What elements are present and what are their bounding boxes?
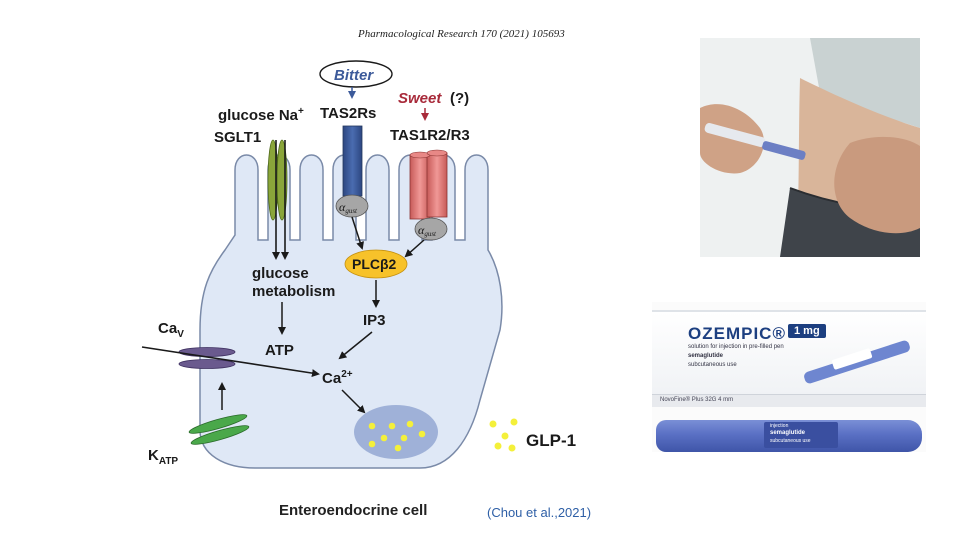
plcb2-label: PLCβ2 bbox=[352, 256, 397, 272]
sweet-question-label: (?) bbox=[450, 90, 469, 107]
dose-badge: 1 mg bbox=[788, 324, 826, 338]
pen-label-panel bbox=[764, 422, 838, 448]
katp-label: KATP bbox=[148, 447, 178, 467]
ip3-label: IP3 bbox=[363, 312, 386, 329]
needle-label: NovoFine® Plus 32G 4 mm bbox=[660, 397, 734, 403]
pen-label-injection: injection bbox=[770, 423, 789, 429]
sweet-label: Sweet bbox=[398, 90, 442, 107]
bitter-label: Bitter bbox=[334, 67, 374, 84]
box-pen-illustration bbox=[804, 340, 910, 384]
injection-illustration bbox=[700, 38, 920, 257]
alpha-gust-bitter: αgust bbox=[335, 194, 369, 218]
enteroendocrine-diagram: GLP-1 glucose Na+ SGLT1 Bitter TAS2Rs αg… bbox=[141, 60, 577, 472]
glp1-vesicle bbox=[354, 405, 438, 459]
tas2rs-label: TAS2Rs bbox=[320, 105, 376, 122]
pen-label-route: subcutaneous use bbox=[770, 438, 811, 444]
injection-photo bbox=[700, 38, 920, 257]
atp-label: ATP bbox=[265, 342, 294, 359]
calcium-label: Ca2+ bbox=[322, 369, 353, 387]
pen-label-drug: semaglutide bbox=[770, 430, 806, 436]
box-description: solution for injection in pre-filled pen bbox=[688, 344, 784, 350]
box-drug-name: semaglutide bbox=[688, 353, 724, 359]
bitter-speech-bubble bbox=[319, 60, 393, 88]
glp1-label: GLP-1 bbox=[526, 431, 576, 450]
box-route: subcutaneous use bbox=[688, 362, 737, 368]
svg-text:αgust: αgust bbox=[339, 200, 358, 215]
svg-text:αgust: αgust bbox=[418, 223, 437, 238]
glucose-metabolism-label-1: glucose bbox=[252, 265, 309, 282]
journal-reference: Pharmacological Research 170 (2021) 1056… bbox=[358, 28, 565, 40]
glp1-granules bbox=[489, 418, 518, 452]
glucose-na-label: glucose Na+ bbox=[218, 106, 304, 124]
glp1-release-bubble bbox=[475, 392, 555, 472]
diagram-caption: Enteroendocrine cell bbox=[279, 502, 428, 519]
tas1r-label: TAS1R2/R3 bbox=[390, 127, 470, 144]
tas1r-receptor bbox=[409, 149, 448, 220]
needle-band bbox=[652, 394, 926, 407]
alpha-gust-sweet: αgust bbox=[414, 217, 448, 241]
vesicle-granules bbox=[368, 420, 426, 452]
sglt1-label: SGLT1 bbox=[214, 129, 261, 146]
cav-label: CaV bbox=[158, 320, 184, 340]
glucose-metabolism-label-2: metabolism bbox=[252, 283, 335, 300]
katp-channel bbox=[188, 414, 250, 445]
plcb2-enzyme bbox=[344, 249, 408, 279]
ozempic-product-photo: OZEMPIC® 1 mg solution for injection in … bbox=[652, 302, 926, 452]
citation: (Chou et al.,2021) bbox=[487, 505, 592, 520]
ozempic-brand: OZEMPIC® bbox=[688, 324, 786, 343]
tas2r-receptor bbox=[342, 125, 363, 197]
